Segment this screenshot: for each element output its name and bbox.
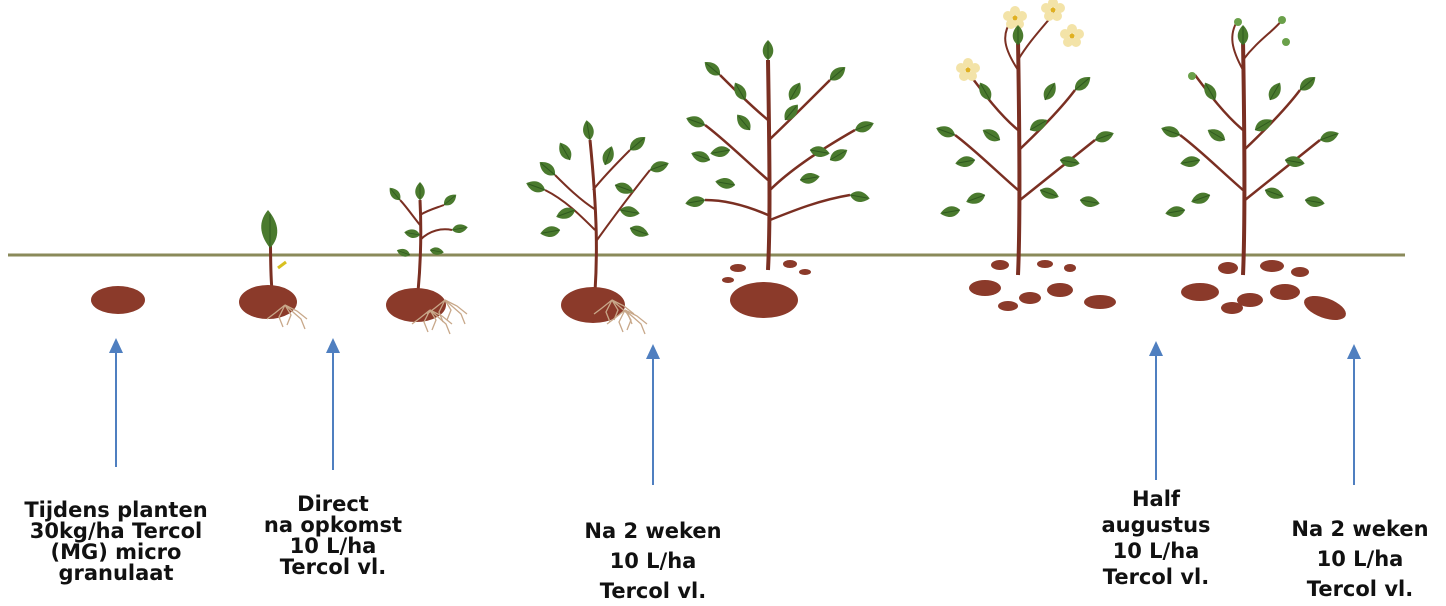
label-line: augustus xyxy=(1101,512,1210,538)
label-line: Na 2 weken xyxy=(1291,514,1428,544)
label-line: 10 L/ha xyxy=(584,546,721,576)
arrow-2 xyxy=(326,338,340,470)
stage-sprout xyxy=(239,210,307,329)
label-line: na opkomst xyxy=(264,515,402,536)
arrow-1 xyxy=(109,338,123,467)
application-label-2: Direct na opkomst 10 L/ha Tercol vl. xyxy=(264,494,402,578)
application-label-5: Na 2 weken 10 L/ha Tercol vl. xyxy=(1291,514,1428,604)
arrow-3 xyxy=(646,344,660,485)
stage-seedling xyxy=(386,182,468,334)
arrow-5 xyxy=(1347,344,1361,485)
application-label-4: Half augustus 10 L/ha Tercol vl. xyxy=(1101,486,1210,590)
application-label-1: Tijdens planten 30kg/ha Tercol (MG) micr… xyxy=(24,500,207,584)
stage-flowering xyxy=(934,0,1116,311)
label-line: Na 2 weken xyxy=(584,516,721,546)
label-line: 10 L/ha xyxy=(1291,544,1428,574)
label-line: Direct xyxy=(264,494,402,515)
label-line: 30kg/ha Tercol xyxy=(24,521,207,542)
label-line: granulaat xyxy=(24,563,207,584)
stage-berries xyxy=(1159,16,1349,325)
arrow-4 xyxy=(1149,341,1163,480)
stage-tuber xyxy=(91,286,145,314)
label-line: Tercol vl. xyxy=(1291,574,1428,604)
label-line: (MG) micro xyxy=(24,542,207,563)
label-line: 10 L/ha xyxy=(264,536,402,557)
label-line: Tijdens planten xyxy=(24,500,207,521)
application-label-3: Na 2 weken 10 L/ha Tercol vl. xyxy=(584,516,721,606)
label-line: Tercol vl. xyxy=(264,557,402,578)
label-line: Tercol vl. xyxy=(1101,564,1210,590)
label-line: Tercol vl. xyxy=(584,576,721,606)
stage-tuber-initiation xyxy=(684,40,875,318)
stage-young-plant xyxy=(524,119,670,334)
label-line: 10 L/ha xyxy=(1101,538,1210,564)
label-line: Half xyxy=(1101,486,1210,512)
